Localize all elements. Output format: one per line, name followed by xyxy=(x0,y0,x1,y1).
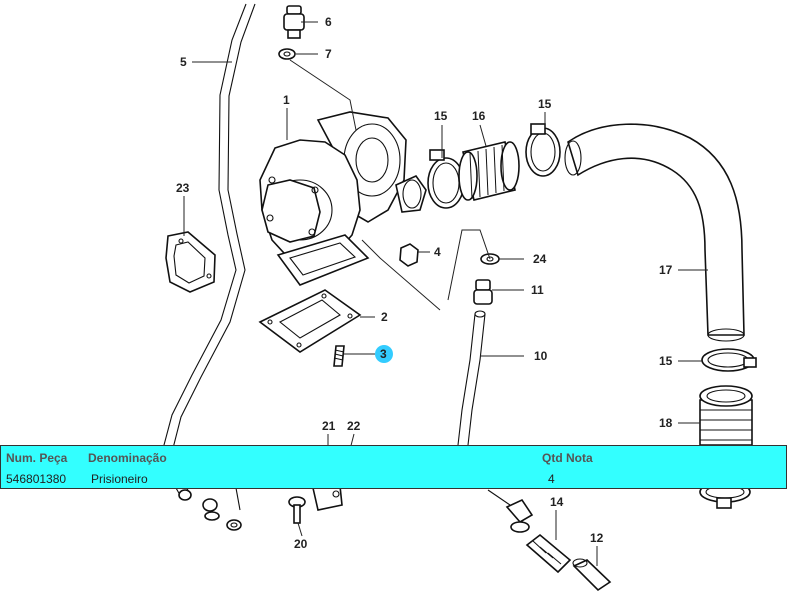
value-part-number: 546801380 xyxy=(6,472,67,486)
callout-15-c: 15 xyxy=(659,354,673,368)
callout-23: 23 xyxy=(176,181,190,195)
part-18-lower-hose xyxy=(699,385,753,446)
callout-17: 17 xyxy=(659,263,673,277)
header-qty: Qtd xyxy=(542,451,563,465)
leader-lines xyxy=(183,21,708,566)
callout-6: 6 xyxy=(325,15,332,29)
part-16-hose xyxy=(458,141,520,201)
part-info-header: Num. Peça Denominação Qtd Nota xyxy=(1,451,786,471)
callout-11: 11 xyxy=(531,283,544,297)
header-qty-note: Qtd Nota xyxy=(542,451,593,465)
callout-3-highlight[interactable] xyxy=(375,345,393,363)
part-7-washer xyxy=(278,48,296,60)
header-note: Nota xyxy=(566,451,593,465)
callout-15-a: 15 xyxy=(434,109,448,123)
header-part-number: Num. Peça xyxy=(6,451,68,465)
part-3-stud xyxy=(333,345,345,367)
part-11-fitting xyxy=(473,279,493,305)
callout-7: 7 xyxy=(325,47,332,61)
callout-15-b: 15 xyxy=(538,97,552,111)
part-4-nut xyxy=(399,243,419,267)
callout-21: 21 xyxy=(322,419,336,433)
part-17-intake-pipe xyxy=(564,123,745,342)
part-15-clamp-b xyxy=(525,123,561,177)
part-6-fitting xyxy=(283,5,305,39)
part-5-oil-pipe xyxy=(159,3,256,496)
part-20-bolt xyxy=(288,496,306,524)
callout-20: 20 xyxy=(294,537,308,551)
callout-1: 1 xyxy=(283,93,290,107)
part-info-row: 546801380 Prisioneiro 4 xyxy=(1,472,786,492)
part-23-gasket xyxy=(165,231,216,293)
callout-12: 12 xyxy=(590,531,604,545)
value-qty: 4 xyxy=(548,472,555,486)
callout-5: 5 xyxy=(180,55,187,69)
part-12-sleeve xyxy=(572,558,612,592)
callout-18: 18 xyxy=(659,416,673,430)
part-lower-drain-fittings xyxy=(487,489,534,533)
part-15-clamp-c xyxy=(701,348,757,372)
callout-labels: 5 6 7 1 23 2 3 4 15 16 15 24 11 10 17 15… xyxy=(176,15,673,551)
part-14-hose xyxy=(525,533,572,574)
callout-3[interactable]: 3 xyxy=(380,347,387,361)
callout-10: 10 xyxy=(534,349,548,363)
callout-22: 22 xyxy=(347,419,361,433)
callout-24: 24 xyxy=(533,252,547,266)
part-10-drain-hose xyxy=(457,310,486,446)
part-lower-left-fittings xyxy=(178,487,242,531)
callout-16: 16 xyxy=(472,109,486,123)
header-description: Denominação xyxy=(88,451,167,465)
callout-4: 4 xyxy=(434,245,441,259)
part-1-turbocharger xyxy=(259,111,427,286)
part-2-flange-gasket xyxy=(258,289,362,353)
callout-14: 14 xyxy=(550,495,564,509)
callout-2: 2 xyxy=(381,310,388,324)
part-info-panel: Num. Peça Denominação Qtd Nota 546801380… xyxy=(0,445,787,489)
value-description: Prisioneiro xyxy=(91,472,148,486)
